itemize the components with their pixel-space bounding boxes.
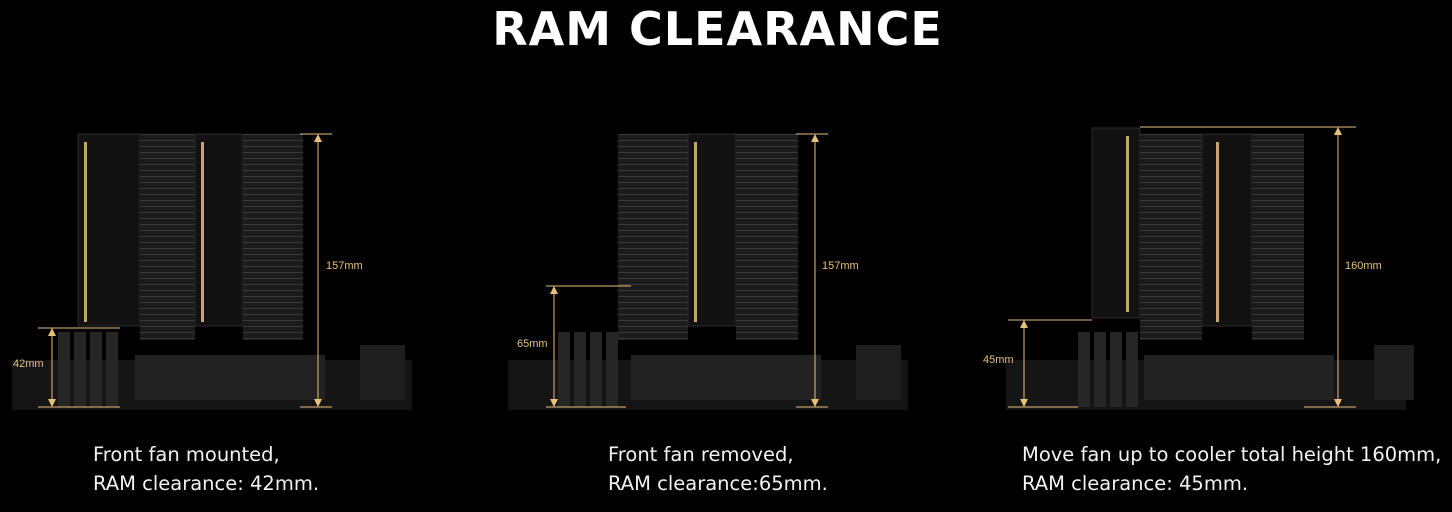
caption-fan-moved-up: Move fan up to cooler total height 160mm…: [1022, 440, 1441, 498]
caption-line: Front fan mounted,: [93, 443, 280, 466]
cooler-height-label: 160mm: [1345, 260, 1382, 272]
page-title: RAM CLEARANCE: [492, 2, 943, 56]
caption-front-fan-mounted: Front fan mounted, RAM clearance: 42mm.: [93, 440, 319, 498]
caption-line: RAM clearance:65mm.: [608, 472, 828, 495]
ram-clearance-label: 65mm: [517, 338, 548, 350]
caption-line: RAM clearance: 45mm.: [1022, 472, 1249, 495]
cooler-height-label: 157mm: [326, 260, 363, 272]
caption-line: RAM clearance: 42mm.: [93, 472, 320, 495]
cooler-illustration: [12, 133, 412, 410]
caption-line: Move fan up to cooler total height 160mm…: [1022, 443, 1442, 466]
caption-front-fan-removed: Front fan removed, RAM clearance:65mm.: [608, 440, 828, 498]
cooler-illustration: [508, 133, 908, 410]
caption-line: Front fan removed,: [608, 443, 794, 466]
diagram-fan-moved-up: 160mm 45mm: [983, 110, 1424, 420]
ram-clearance-label: 42mm: [13, 358, 44, 370]
diagram-front-fan-mounted: 157mm 42mm: [10, 110, 430, 420]
cooler-illustration: [1006, 126, 1414, 410]
cooler-height-label: 157mm: [822, 260, 859, 272]
ram-clearance-label: 45mm: [983, 354, 1014, 366]
diagram-front-fan-removed: 157mm 65mm: [506, 110, 926, 420]
